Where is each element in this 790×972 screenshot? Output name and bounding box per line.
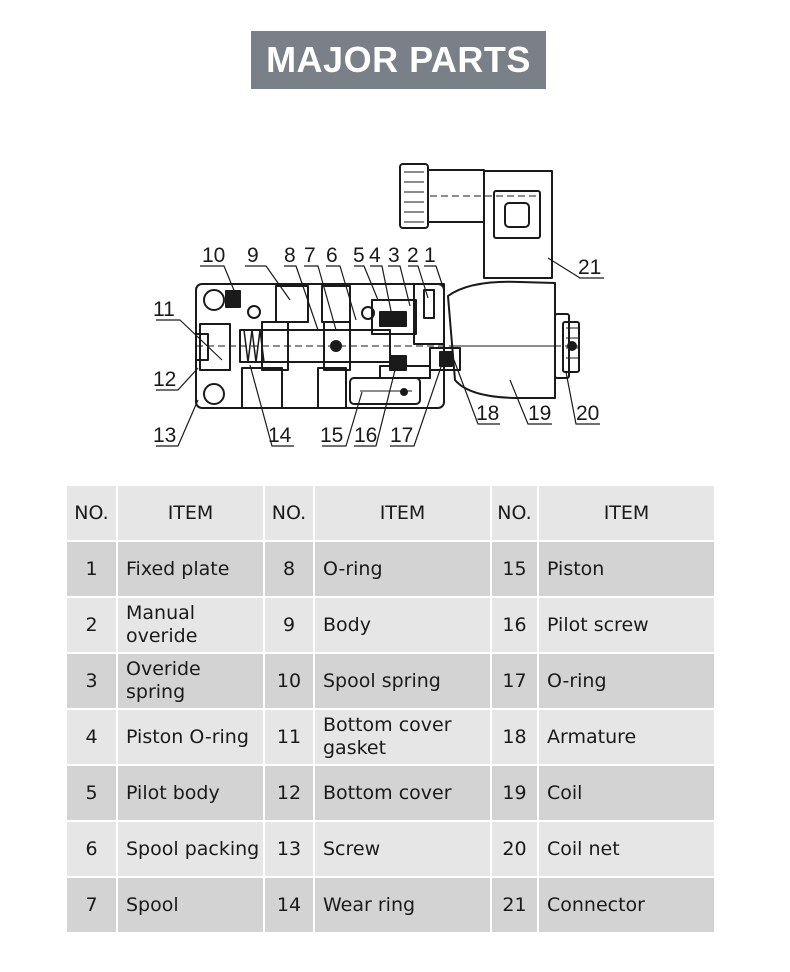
coil-drawing bbox=[447, 280, 580, 399]
part-number: 4 bbox=[67, 709, 118, 766]
part-name: Piston O-ring bbox=[117, 709, 265, 766]
part-name: Spool spring bbox=[314, 653, 492, 710]
part-number: 10 bbox=[264, 653, 315, 710]
table-row: 4 Piston O-ring 11 Bottom cover gasket 1… bbox=[67, 709, 716, 766]
part-name: Piston bbox=[538, 541, 716, 598]
part-number: 3 bbox=[67, 653, 118, 710]
part-number: 5 bbox=[67, 765, 118, 822]
callout-20: 20 bbox=[576, 402, 599, 425]
header-item: ITEM bbox=[538, 486, 716, 542]
callout-1: 1 bbox=[424, 244, 436, 267]
connector-drawing bbox=[399, 163, 553, 279]
part-number: 19 bbox=[491, 765, 539, 822]
part-name: Body bbox=[314, 597, 492, 654]
part-number: 7 bbox=[67, 877, 118, 934]
part-name: O-ring bbox=[314, 541, 492, 598]
callout-10: 10 bbox=[202, 244, 225, 267]
callout-17: 17 bbox=[390, 424, 413, 447]
callout-12: 12 bbox=[153, 368, 176, 391]
callout-8: 8 bbox=[284, 244, 296, 267]
callout-15: 15 bbox=[320, 424, 343, 447]
callout-14: 14 bbox=[268, 424, 292, 447]
part-number: 20 bbox=[491, 821, 539, 878]
part-name: O-ring bbox=[538, 653, 716, 710]
part-name: Coil bbox=[538, 765, 716, 822]
part-number: 14 bbox=[264, 877, 315, 934]
callout-6: 6 bbox=[326, 244, 338, 267]
table-row: 1 Fixed plate 8 O-ring 15 Piston bbox=[67, 541, 716, 598]
table-header-row: NO. ITEM NO. ITEM NO. ITEM bbox=[67, 486, 716, 542]
part-name: Armature bbox=[538, 709, 716, 766]
part-name: Connector bbox=[538, 877, 716, 934]
callout-7: 7 bbox=[304, 244, 316, 267]
callout-4: 4 bbox=[369, 244, 381, 267]
part-name: Pilot screw bbox=[538, 597, 716, 654]
valve-cross-section-diagram: 10 9 8 7 6 5 4 3 2 1 11 12 13 14 15 16 1… bbox=[153, 163, 604, 447]
valve-body-drawing bbox=[195, 283, 560, 409]
part-number: 8 bbox=[264, 541, 315, 598]
part-number: 16 bbox=[491, 597, 539, 654]
parts-table: NO. ITEM NO. ITEM NO. ITEM 1 Fixed plate… bbox=[67, 486, 716, 934]
part-number: 11 bbox=[264, 709, 315, 766]
callout-labels: 10 9 8 7 6 5 4 3 2 1 11 12 13 14 15 16 1… bbox=[153, 244, 601, 447]
part-number: 1 bbox=[67, 541, 118, 598]
table-row: 7 Spool 14 Wear ring 21 Connector bbox=[67, 877, 716, 934]
table-row: 5 Pilot body 12 Bottom cover 19 Coil bbox=[67, 765, 716, 822]
header-no: NO. bbox=[67, 486, 118, 542]
part-name: Wear ring bbox=[314, 877, 492, 934]
callout-9: 9 bbox=[247, 244, 259, 267]
part-name: Coil net bbox=[538, 821, 716, 878]
callout-18: 18 bbox=[476, 402, 499, 425]
part-name: Bottom cover bbox=[314, 765, 492, 822]
part-number: 15 bbox=[491, 541, 539, 598]
part-name: Manual overide bbox=[117, 597, 265, 654]
callout-5: 5 bbox=[353, 244, 365, 267]
callout-19: 19 bbox=[528, 402, 551, 425]
callout-13: 13 bbox=[153, 424, 176, 447]
part-name: Pilot body bbox=[117, 765, 265, 822]
table-row: 3 Overide spring 10 Spool spring 17 O-ri… bbox=[67, 653, 716, 710]
callout-3: 3 bbox=[388, 244, 400, 267]
header-item: ITEM bbox=[117, 486, 265, 542]
part-number: 17 bbox=[491, 653, 539, 710]
part-name: Fixed plate bbox=[117, 541, 265, 598]
part-number: 13 bbox=[264, 821, 315, 878]
part-number: 12 bbox=[264, 765, 315, 822]
leader-lines bbox=[156, 257, 604, 447]
table-row: 6 Spool packing 13 Screw 20 Coil net bbox=[67, 821, 716, 878]
part-number: 9 bbox=[264, 597, 315, 654]
callout-2: 2 bbox=[407, 244, 419, 267]
part-name: Spool packing bbox=[117, 821, 265, 878]
callout-16: 16 bbox=[354, 424, 377, 447]
page-title: MAJOR PARTS bbox=[251, 31, 546, 89]
table-row: 2 Manual overide 9 Body 16 Pilot screw bbox=[67, 597, 716, 654]
callout-11: 11 bbox=[153, 298, 175, 321]
header-no: NO. bbox=[491, 486, 539, 542]
header-no: NO. bbox=[264, 486, 315, 542]
part-name: Overide spring bbox=[117, 653, 265, 710]
part-number: 21 bbox=[491, 877, 539, 934]
header-item: ITEM bbox=[314, 486, 492, 542]
part-number: 18 bbox=[491, 709, 539, 766]
callout-21: 21 bbox=[578, 256, 601, 279]
part-number: 6 bbox=[67, 821, 118, 878]
part-name: Spool bbox=[117, 877, 265, 934]
part-number: 2 bbox=[67, 597, 118, 654]
part-name: Screw bbox=[314, 821, 492, 878]
part-name: Bottom cover gasket bbox=[314, 709, 492, 766]
